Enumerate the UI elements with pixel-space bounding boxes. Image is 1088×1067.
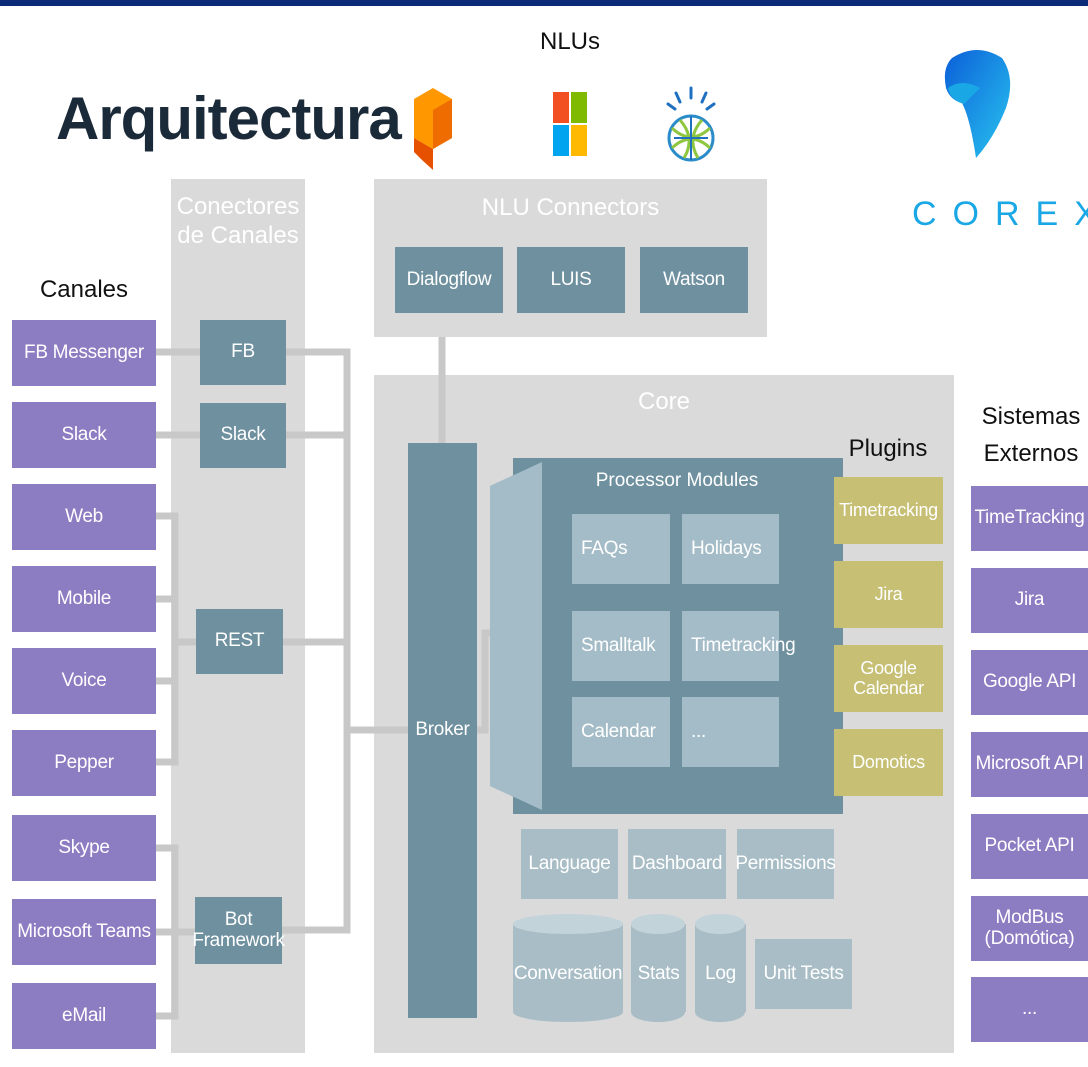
microsoft-icon <box>553 92 587 156</box>
channel-pepper[interactable]: Pepper <box>12 730 156 796</box>
processor-modules-heading: Processor Modules <box>595 470 759 491</box>
processor-modules-panel <box>513 458 843 814</box>
channel-microsoft-teams[interactable]: Microsoft Teams <box>12 899 156 965</box>
service-permissions[interactable]: Permissions <box>735 829 836 899</box>
nlu-connectors-heading: NLU Connectors <box>481 194 660 221</box>
storage-conversation[interactable]: Conversation <box>513 962 623 984</box>
module-timetracking[interactable]: Timetracking <box>682 611 796 681</box>
storage-unit-tests[interactable]: Unit Tests <box>755 939 852 1009</box>
plugin-domotics[interactable]: Domotics <box>834 729 943 796</box>
module-calendar[interactable]: Calendar <box>572 697 670 767</box>
nlu-dialogflow[interactable]: Dialogflow <box>395 247 503 313</box>
external-modbus[interactable]: ModBus (Domótica) <box>971 896 1088 961</box>
channel-web[interactable]: Web <box>12 484 156 550</box>
module-more[interactable]: ... <box>682 697 779 767</box>
channels-heading: Canales <box>39 276 129 303</box>
processor-funnel-front <box>490 462 542 810</box>
dialogflow-icon <box>414 88 452 170</box>
watson-icon <box>666 86 716 162</box>
module-holidays[interactable]: Holidays <box>682 514 779 584</box>
external-jira[interactable]: Jira <box>971 568 1088 633</box>
core-heading: Core <box>637 388 691 415</box>
module-smalltalk[interactable]: Smalltalk <box>572 611 670 681</box>
connector-slack[interactable]: Slack <box>200 403 286 468</box>
page-title: Arquitectura <box>56 85 402 152</box>
storage-log[interactable]: Log <box>705 962 736 984</box>
external-heading: Sistemas Externos <box>981 403 1081 468</box>
connector-bot-framework[interactable]: Bot Framework <box>192 897 285 964</box>
plugin-jira[interactable]: Jira <box>834 561 943 628</box>
external-microsoft-api[interactable]: Microsoft API <box>971 732 1088 797</box>
corex-logo-icon <box>944 50 1011 158</box>
connector-fb[interactable]: FB <box>200 320 286 385</box>
connector-rest[interactable]: REST <box>196 609 283 674</box>
plugins-heading: Plugins <box>848 435 928 462</box>
storage-cylinders <box>513 914 746 1022</box>
channel-email[interactable]: eMail <box>12 983 156 1049</box>
plugin-google-calendar[interactable]: Google Calendar <box>834 645 943 712</box>
channel-skype[interactable]: Skype <box>12 815 156 881</box>
broker[interactable]: Broker <box>408 443 477 1018</box>
external-google-api[interactable]: Google API <box>971 650 1088 715</box>
channel-mobile[interactable]: Mobile <box>12 566 156 632</box>
channel-fb-messenger[interactable]: FB Messenger <box>12 320 156 386</box>
external-more[interactable]: ... <box>971 977 1088 1042</box>
module-faqs[interactable]: FAQs <box>572 514 670 584</box>
nlu-watson[interactable]: Watson <box>640 247 748 313</box>
external-timetracking[interactable]: TimeTracking <box>971 486 1088 551</box>
connectors-heading: Conectores de Canales <box>176 193 300 249</box>
nlu-luis[interactable]: LUIS <box>517 247 625 313</box>
channel-voice[interactable]: Voice <box>12 648 156 714</box>
plugin-timetracking[interactable]: Timetracking <box>834 477 943 544</box>
external-pocket-api[interactable]: Pocket API <box>971 814 1088 879</box>
nlus-label: NLUs <box>540 28 601 55</box>
top-border <box>0 0 1088 6</box>
service-dashboard[interactable]: Dashboard <box>628 829 726 899</box>
service-language[interactable]: Language <box>521 829 618 899</box>
storage-stats[interactable]: Stats <box>637 962 680 984</box>
channel-slack[interactable]: Slack <box>12 402 156 468</box>
